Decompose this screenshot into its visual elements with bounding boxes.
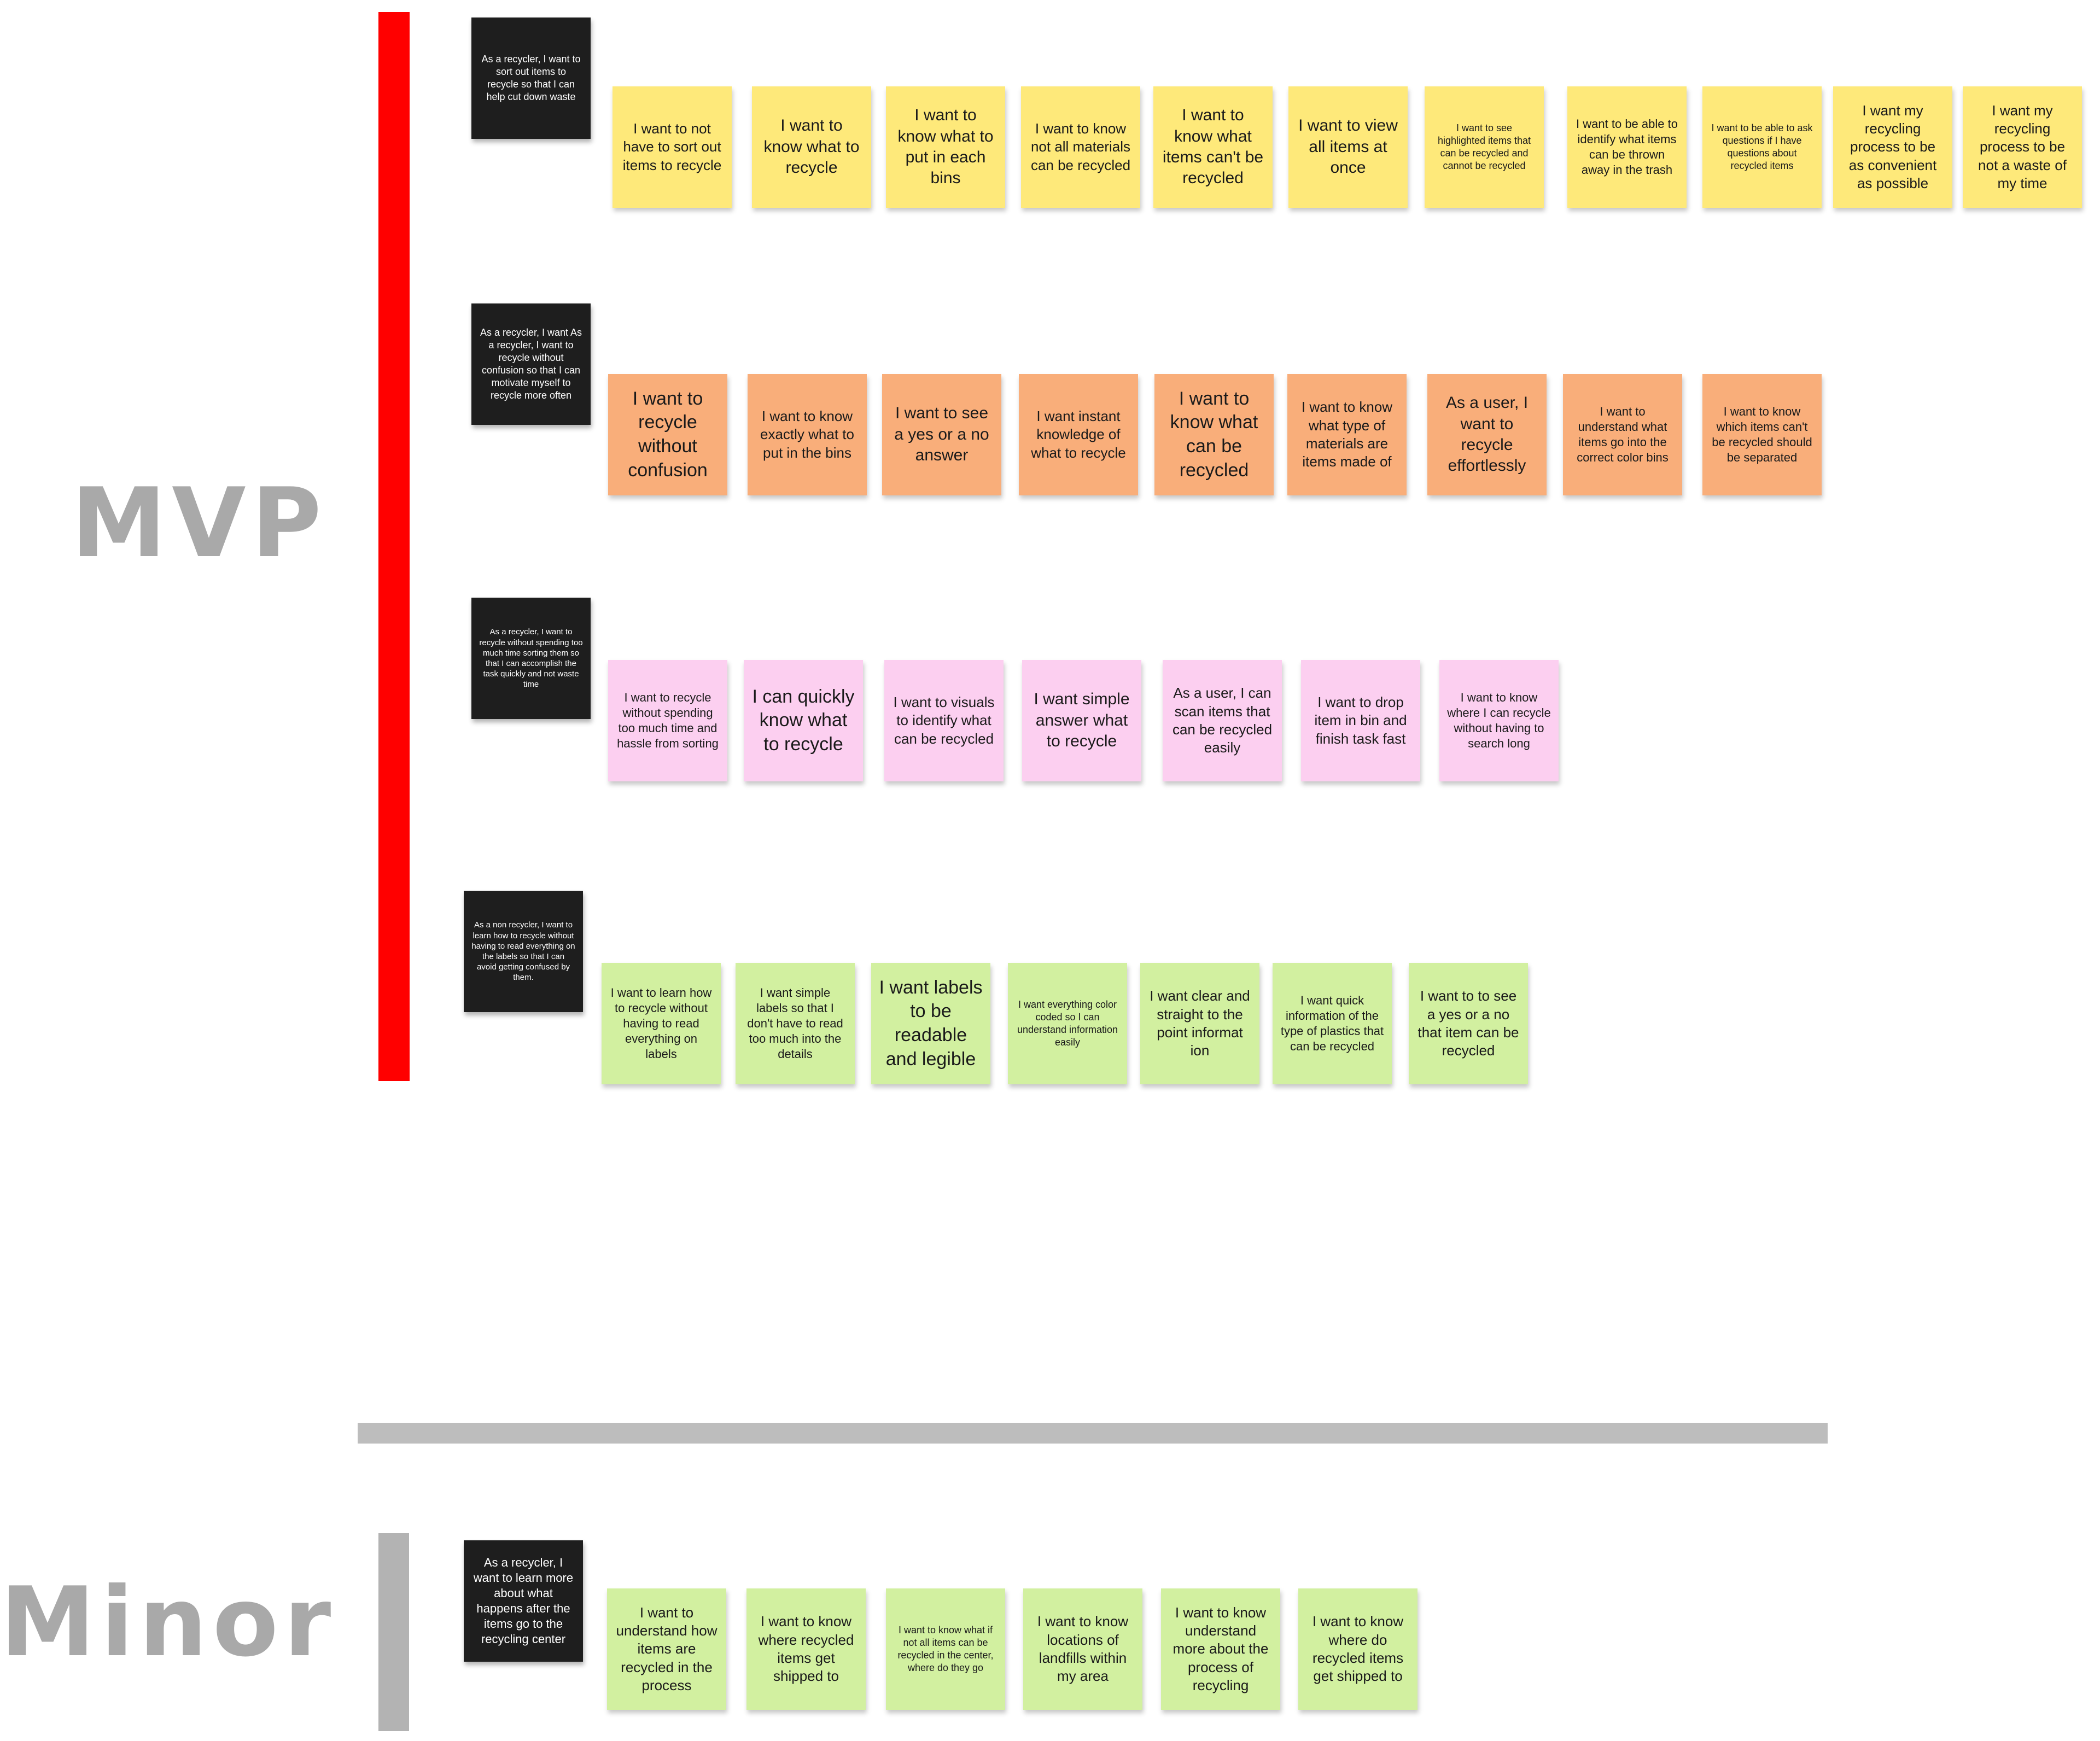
sticky-note[interactable]: I want to recycle without spending too m… bbox=[608, 660, 727, 781]
mvp-label: MVP bbox=[71, 468, 327, 579]
sticky-note[interactable]: I want to see highlighted items that can… bbox=[1425, 86, 1544, 208]
sticky-note[interactable]: I want to know exactly what to put in th… bbox=[748, 374, 867, 495]
sticky-note[interactable]: I want to understand how items are recyc… bbox=[607, 1588, 726, 1710]
sticky-note[interactable]: I want to recycle without confusion bbox=[608, 374, 727, 495]
sticky-note[interactable]: I want to learn how to recycle without h… bbox=[602, 963, 721, 1084]
sticky-note[interactable]: I want to know understand more about the… bbox=[1161, 1588, 1280, 1710]
persona-card-sort-items[interactable]: As a recycler, I want to sort out items … bbox=[471, 17, 591, 139]
sticky-note[interactable]: I want to to see a yes or a no that item… bbox=[1409, 963, 1528, 1084]
sticky-note[interactable]: I want to be able to ask questions if I … bbox=[1702, 86, 1822, 208]
persona-card-save-time[interactable]: As a recycler, I want to recycle without… bbox=[471, 598, 591, 719]
mvp-priority-bar bbox=[378, 12, 410, 1081]
sticky-note[interactable]: I want to know what type of materials ar… bbox=[1287, 374, 1407, 495]
sticky-note[interactable]: I want instant knowledge of what to recy… bbox=[1019, 374, 1138, 495]
sticky-note[interactable]: I can quickly know what to recycle bbox=[744, 660, 863, 781]
sticky-note[interactable]: I want to know what to put in each bins bbox=[886, 86, 1005, 208]
sticky-note[interactable]: I want to know locations of landfills wi… bbox=[1023, 1588, 1142, 1710]
sticky-note[interactable]: I want to know what can be recycled bbox=[1154, 374, 1274, 495]
sticky-note[interactable]: I want clear and straight to the point i… bbox=[1140, 963, 1259, 1084]
persona-card-non-recycler[interactable]: As a non recycler, I want to learn how t… bbox=[464, 891, 583, 1012]
sticky-note[interactable]: I want to know what to recycle bbox=[752, 86, 871, 208]
sticky-note[interactable]: I want to understand what items go into … bbox=[1563, 374, 1682, 495]
sticky-note[interactable]: I want quick information of the type of … bbox=[1273, 963, 1392, 1084]
sticky-note[interactable]: As a user, I can scan items that can be … bbox=[1163, 660, 1282, 781]
persona-card-after-recycling[interactable]: As a recycler, I want to learn more abou… bbox=[464, 1540, 583, 1662]
minor-priority-bar bbox=[378, 1533, 409, 1731]
sticky-note[interactable]: I want to not have to sort out items to … bbox=[612, 86, 732, 208]
section-divider bbox=[358, 1423, 1828, 1444]
sticky-note[interactable]: I want to see a yes or a no answer bbox=[882, 374, 1001, 495]
sticky-note[interactable]: I want to know what if not all items can… bbox=[886, 1588, 1005, 1710]
sticky-note[interactable]: I want everything color coded so I can u… bbox=[1008, 963, 1127, 1084]
sticky-note[interactable]: I want to know which items can't be recy… bbox=[1702, 374, 1822, 495]
sticky-note[interactable]: I want to know where I can recycle witho… bbox=[1439, 660, 1559, 781]
persona-card-recycle-without-confusion[interactable]: As a recycler, I want As a recycler, I w… bbox=[471, 303, 591, 425]
sticky-note[interactable]: I want simple answer what to recycle bbox=[1022, 660, 1141, 781]
sticky-note[interactable]: I want to be able to identify what items… bbox=[1567, 86, 1687, 208]
sticky-note[interactable]: I want my recycling process to be not a … bbox=[1963, 86, 2082, 208]
sticky-note[interactable]: I want to drop item in bin and finish ta… bbox=[1301, 660, 1420, 781]
sticky-note[interactable]: I want my recycling process to be as con… bbox=[1833, 86, 1952, 208]
sticky-note[interactable]: I want to know not all materials can be … bbox=[1021, 86, 1140, 208]
sticky-note[interactable]: I want to visuals to identify what can b… bbox=[884, 660, 1004, 781]
sticky-note[interactable]: I want labels to be readable and legible bbox=[871, 963, 990, 1084]
sticky-note[interactable]: I want to know where do recycled items g… bbox=[1298, 1588, 1418, 1710]
sticky-note[interactable]: As a user, I want to recycle effortlessl… bbox=[1427, 374, 1547, 495]
sticky-note[interactable]: I want to know what items can't be recyc… bbox=[1153, 86, 1273, 208]
sticky-note[interactable]: I want to view all items at once bbox=[1288, 86, 1408, 208]
minor-label: Minor bbox=[0, 1567, 337, 1678]
sticky-note[interactable]: I want to know where recycled items get … bbox=[746, 1588, 866, 1710]
sticky-note[interactable]: I want simple labels so that I don't hav… bbox=[736, 963, 855, 1084]
